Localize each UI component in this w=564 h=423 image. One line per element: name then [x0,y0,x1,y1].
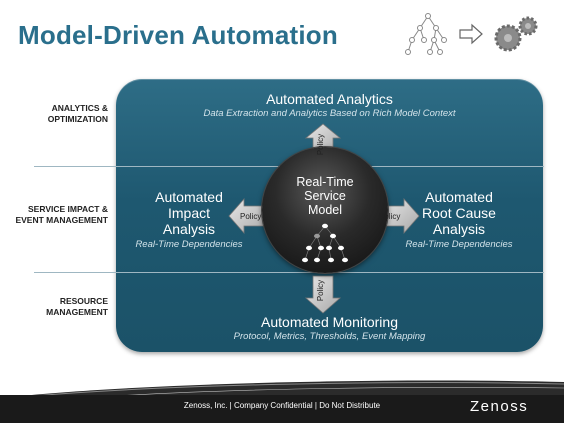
root-cause-title-line2: Root Cause [422,205,496,221]
slide-title: Model-Driven Automation [18,20,338,50]
policy-label-left: Policy [240,212,262,221]
row-label-analytics-line2: OPTIMIZATION [47,114,108,124]
row-label-resource-line1: RESOURCE [59,296,108,306]
row-label-analytics: ANALYTICS & OPTIMIZATION [8,103,108,125]
automated-analytics-title: Automated Analytics [266,91,393,107]
zenoss-logo: Zenoss [470,398,529,415]
automated-monitoring-title: Automated Monitoring [261,314,398,330]
gears-icon [494,16,538,52]
service-model-line1: Real-Time [296,175,354,189]
impact-title-line2: Impact [167,205,210,221]
automated-analytics-subtitle: Data Extraction and Analytics Based on R… [203,108,456,119]
service-model-line3: Model [307,203,343,217]
root-cause-title-line3: Analysis [432,221,486,237]
row-label-analytics-line1: ANALYTICS & [51,103,108,113]
root-cause-title-line1: Automated [425,189,493,205]
impact-title-line3: Analysis [162,221,216,237]
row-label-service-line2: EVENT MANAGEMENT [15,215,108,225]
root-cause-subtitle: Real-Time Dependencies [405,239,513,250]
policy-label-right: Policy [379,212,401,221]
impact-subtitle: Real-Time Dependencies [135,239,243,250]
service-model-circle [262,147,388,273]
tree-diagram-icon [405,13,447,55]
service-model-label: Real-Time Service Model [262,175,388,217]
automated-impact-analysis-title: Automated Impact Analysis [134,189,244,237]
row-label-service-line1: SERVICE IMPACT & [28,204,108,214]
divider-bottom [34,272,544,273]
arrow-down-icon [304,275,342,314]
row-label-resource: RESOURCE MANAGEMENT [8,296,108,318]
footer-text: Zenoss, Inc. | Company Confidential | Do… [183,401,381,410]
service-model-line2: Service [304,189,346,203]
row-label-service: SERVICE IMPACT & EVENT MANAGEMENT [8,204,108,226]
row-label-resource-line2: MANAGEMENT [46,307,108,317]
impact-title-line1: Automated [155,189,223,205]
header-icons [405,13,538,55]
footer-bar [0,395,564,423]
policy-label-down: Policy [316,279,326,302]
automated-monitoring-subtitle: Protocol, Metrics, Thresholds, Event Map… [233,331,426,342]
model-tree-icon [302,223,348,263]
policy-label-up: Policy [316,133,326,156]
arrow-right-icon [459,23,483,45]
automated-root-cause-title: Automated Root Cause Analysis [404,189,514,237]
